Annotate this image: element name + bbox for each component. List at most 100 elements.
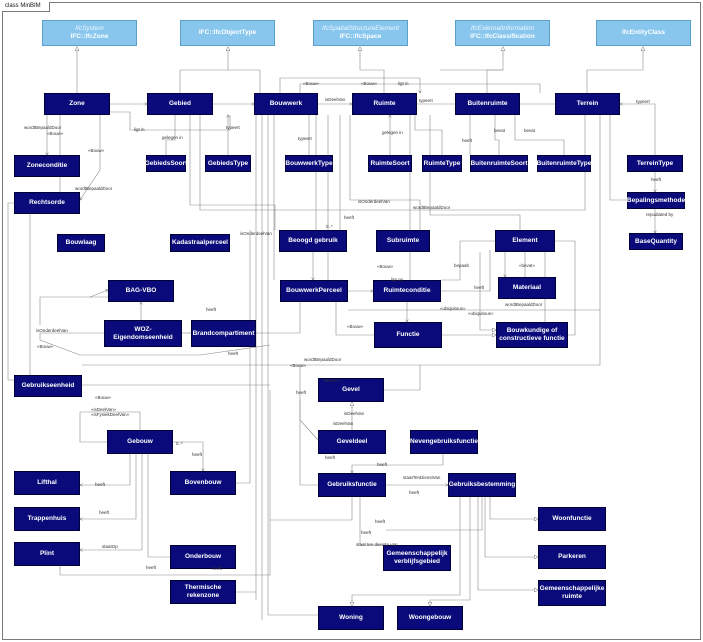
assoc-label: bevat (524, 128, 536, 133)
class-gebruiksbestemming[interactable]: Gebruiksbestemming (448, 473, 516, 497)
association-line (189, 115, 276, 230)
assoc-label: heeft (296, 390, 307, 395)
class-gevel[interactable]: Gevel (318, 378, 384, 402)
class-rechtsorde[interactable]: Rechtsorde (14, 192, 80, 214)
class-nevengebruiksfunctie[interactable]: Nevengebruiksfunctie (410, 430, 478, 454)
class-basequantity[interactable]: BaseQuantity (629, 233, 683, 250)
class-gebiedstype[interactable]: GebiedsType (205, 155, 251, 172)
assoc-label: heeft (192, 452, 203, 457)
class-bouwwerk[interactable]: Bouwwerk (254, 93, 318, 115)
class-woz-eigendomseenheid[interactable]: WOZ-Eigendomseenheid (104, 320, 182, 347)
association-line (165, 115, 176, 155)
class-element[interactable]: Element (495, 230, 555, 252)
class-gemeenschappelijk-verblijfsgebied[interactable]: Gemeenschappelijk verblijfsgebied (383, 545, 451, 571)
class-gebruikseenheid[interactable]: Gebruikseenheid (14, 375, 82, 397)
class-materiaal[interactable]: Materiaal (498, 277, 556, 299)
class-terreintype[interactable]: TerreinType (627, 155, 683, 172)
class-bag-vbo[interactable]: BAG-VBO (108, 280, 174, 302)
assoc-label: «isDeelVan» (91, 407, 117, 412)
assoc-label: heeft (462, 138, 473, 143)
class-ruimtetype[interactable]: RuimteType (422, 155, 462, 172)
class-kadastraalperceel[interactable]: Kadastraalperceel (170, 234, 230, 252)
class-gebied[interactable]: Gebied (147, 93, 213, 115)
ext-ifc-zone-stereotype: IfcSystem (75, 25, 104, 32)
class-buitenruimtesoort[interactable]: BuitenruimteSoort (470, 155, 528, 172)
assoc-label: heeft (651, 177, 662, 182)
ext-ifc-entityclass[interactable]: IfcEntityClass (596, 20, 691, 46)
association-line (441, 240, 495, 281)
association-line (179, 47, 228, 93)
class-buitenruimtetype[interactable]: BuitenruimteType (537, 155, 591, 172)
association-line (299, 365, 319, 441)
ext-ifc-space-stereotype: IfcSpatialStructureElement (322, 25, 399, 32)
ext-ifc-zone[interactable]: IfcSystem IFC::IfcZone (42, 20, 137, 46)
association-line (7, 202, 14, 381)
association-line (173, 441, 203, 471)
assoc-label: heeft (375, 519, 386, 524)
class-trappenhuis[interactable]: Trappenhuis (14, 507, 80, 531)
class-woongebouw[interactable]: Woongebouw (397, 606, 463, 630)
class-ruimte[interactable]: Ruimte (352, 93, 417, 115)
assoc-label: ligt op (391, 277, 404, 282)
class-plint[interactable]: Plint (14, 542, 80, 566)
class-gemeenschappelijke-ruimte[interactable]: Gemeenschappelijke ruimte (538, 580, 606, 606)
class-zoneconditie[interactable]: Zoneconditie (14, 155, 80, 177)
assoc-label: «Bouw» (303, 81, 320, 86)
class-bepalingsmethode[interactable]: Bepalingsmethode (627, 192, 685, 209)
ext-ifc-classification[interactable]: IfcExternalInformation IFC::IfcClassific… (455, 20, 550, 46)
class-gebiedssoort[interactable]: GebiedsSoort (145, 155, 187, 172)
assoc-label: heeft (377, 462, 388, 467)
association-line (484, 497, 538, 557)
assoc-label: heeft (474, 285, 485, 290)
association-line (59, 390, 271, 576)
assoc-label: staat ten dienste van (356, 542, 398, 547)
association-line (555, 240, 576, 336)
class-gebouw[interactable]: Gebouw (107, 430, 173, 454)
class-bovenbouw[interactable]: Bovenbouw (170, 471, 236, 495)
class-zone[interactable]: Zone (44, 93, 110, 115)
assoc-label: isOnderdeelVan (36, 328, 68, 333)
assoc-label: «bevat» (519, 263, 536, 268)
class-ruimteconditie[interactable]: Ruimteconditie (373, 280, 441, 302)
class-woning[interactable]: Woning (318, 606, 384, 630)
ext-ifc-objecttype[interactable]: IFC::IfcObjectType (180, 20, 275, 46)
ext-ifc-objecttype-name: IFC::IfcObjectType (198, 29, 257, 36)
assoc-label: gelegen in (162, 135, 183, 140)
class-terrein[interactable]: Terrein (555, 93, 620, 115)
class-bouwlaag[interactable]: Bouwlaag (57, 234, 105, 252)
association-line (384, 365, 421, 391)
class-subruimte[interactable]: Subruimte (376, 230, 430, 252)
association-line (586, 47, 643, 93)
class-geveldeel[interactable]: Geveldeel (318, 430, 386, 454)
class-beoogd-gebruik[interactable]: Beoogd gebruik (279, 230, 347, 252)
assoc-label: repudiated by (646, 212, 674, 217)
ext-ifc-entityclass-name: IfcEntityClass (622, 29, 665, 36)
assoc-label: «Bouw» (47, 131, 64, 136)
class-gebruiksfunctie[interactable]: Gebruiksfunctie (318, 473, 386, 497)
association-line (256, 302, 301, 334)
assoc-label: gelegen in (382, 130, 403, 135)
class-bouwwerkperceel[interactable]: BouwwerkPerceel (280, 280, 348, 302)
class-functie[interactable]: Functie (374, 322, 442, 348)
class-buitenruimte[interactable]: Buitenruimte (455, 93, 520, 115)
assoc-label: heeft (99, 510, 110, 515)
class-parkeren[interactable]: Parkeren (538, 545, 606, 569)
class-bouwkundige-functie[interactable]: Bouwkundige of constructieve functie (496, 322, 568, 348)
assoc-label: typeert (298, 136, 312, 141)
assoc-label: heeft (206, 307, 217, 312)
class-brandcompartiment[interactable]: Brandcompartiment (191, 320, 256, 347)
association-line (335, 302, 374, 336)
association-line (429, 115, 521, 230)
class-bouwwerktype[interactable]: BouwwerkType (285, 155, 333, 172)
class-woonfunctie[interactable]: Woonfunctie (538, 507, 606, 531)
class-ruimtesoort[interactable]: RuimteSoort (368, 155, 412, 172)
ext-ifc-space[interactable]: IfcSpatialStructureElement IFC::IfcSpace (313, 20, 408, 46)
assoc-label: ligt in (398, 81, 409, 86)
class-thermische-rekenzone[interactable]: Thermische rekenzone (170, 580, 236, 604)
class-onderbouw[interactable]: Onderbouw (170, 545, 236, 569)
assoc-label: «ubiquitous» (468, 311, 494, 316)
ext-ifc-classification-name: IFC::IfcClassification (470, 33, 535, 40)
class-lifthal[interactable]: Lifthal (14, 471, 80, 495)
association-line (386, 497, 483, 531)
